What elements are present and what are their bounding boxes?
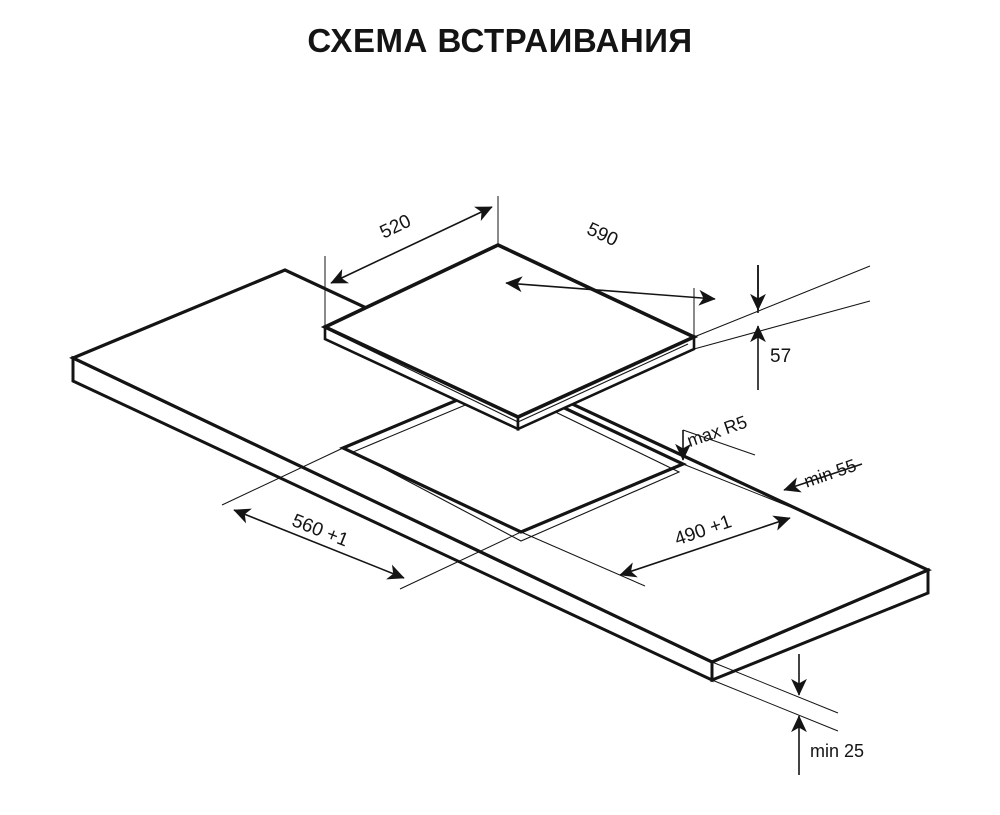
ext-line-560-a [221,447,344,506]
ext-line-min25-top [711,661,839,714]
dim-label-57: 57 [770,346,791,367]
dim-label-min25: min 25 [810,741,864,761]
ext-line-min25-bottom [711,679,839,732]
dimension-clearance: min 25 [711,654,864,775]
hob-rim-line-right [517,343,689,423]
countertop-edge-line-right [711,592,929,681]
dim-line-590 [505,276,716,306]
hob-base-line-left [324,338,519,430]
hob-top-surface [320,243,699,419]
ext-line-490-a [682,463,809,515]
leader-line-maxr5 [682,429,756,456]
ext-line-57-bottom [693,300,871,350]
ext-line-57-top [693,265,871,338]
leader-arrow-min55 [783,463,863,493]
dim-line-490 [619,515,791,578]
dimension-corner-radius: max R5 [675,412,756,461]
dim-line-520 [330,206,493,284]
dim-line-560 [233,508,405,580]
page-title: СХЕМА ВСТРАИВАНИЯ [307,22,693,59]
dim-label-520: 520 [377,211,415,244]
cutout-inner-ledge [351,387,681,542]
ext-line-560-b [399,531,522,590]
hob-rim-line-left [332,331,519,423]
dimension-edge-distance: min 55 [783,455,863,493]
dim-label-min55: min 55 [801,455,859,492]
hob-base-line-right [517,348,695,430]
dim-label-590: 590 [584,219,622,251]
dim-label-maxr5: max R5 [684,412,749,451]
dimension-hob-height: 57 [693,265,871,390]
